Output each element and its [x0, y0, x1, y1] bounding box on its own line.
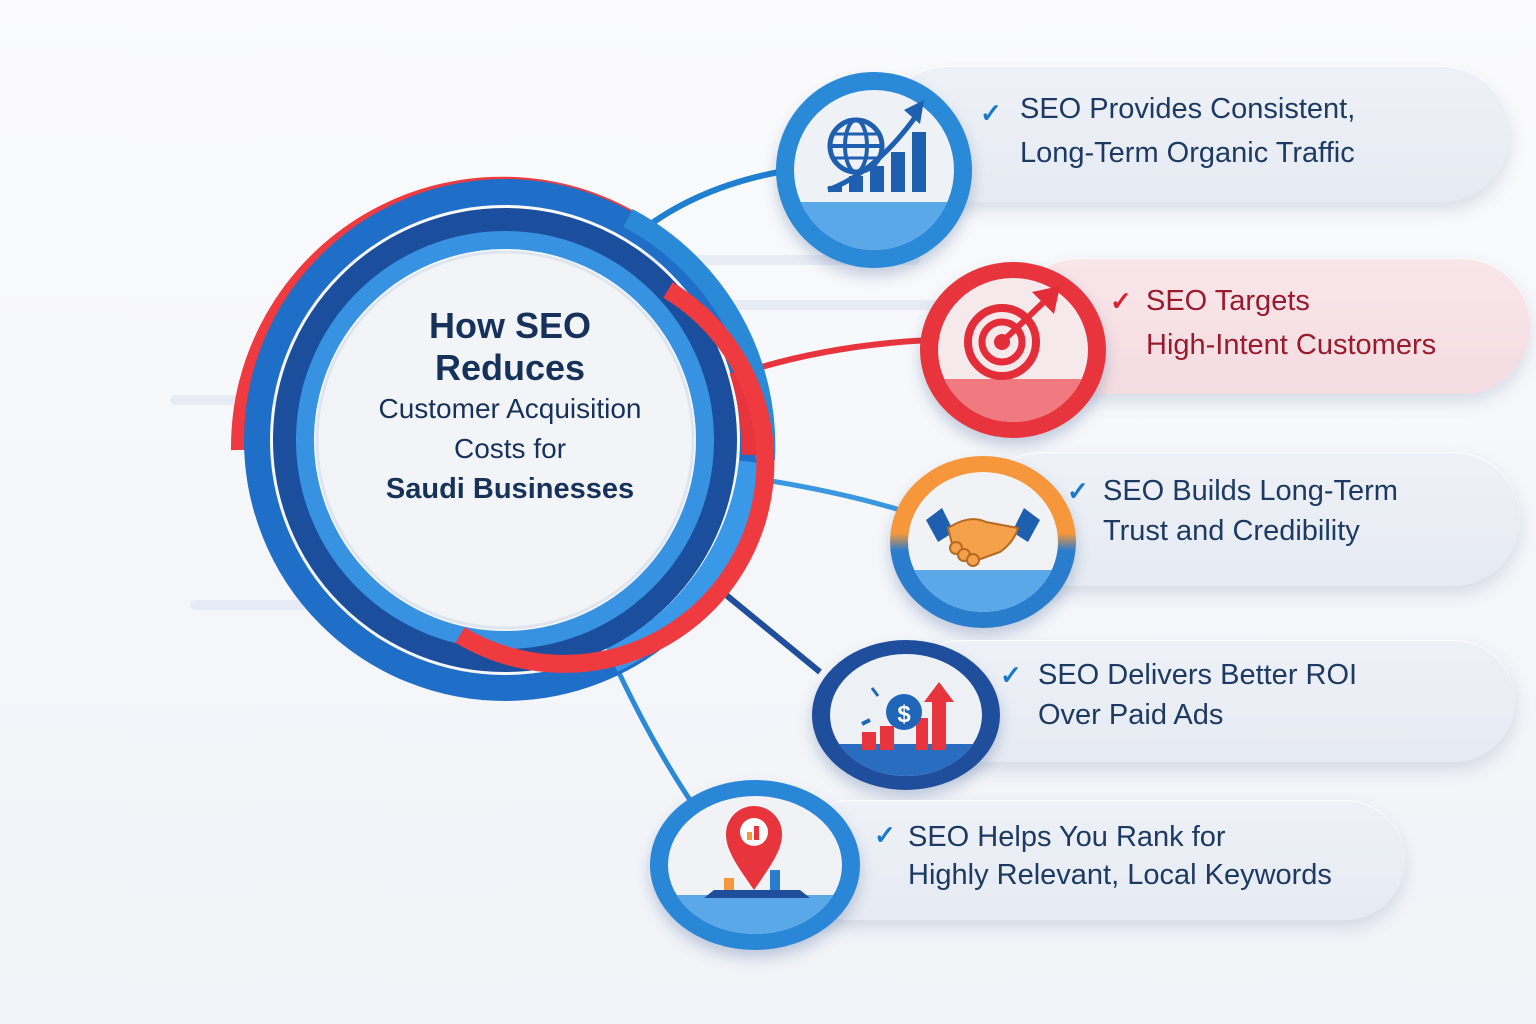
- check-icon: ✓: [1067, 476, 1089, 506]
- hub-title: How SEO Reduces Customer Acquisition Cos…: [330, 305, 690, 509]
- svg-text:$: $: [897, 701, 911, 728]
- benefit-card-5: ✓ SEO Helps You Rank for Highly Relevant…: [790, 800, 1405, 920]
- hub-title-line1: How SEO: [428, 305, 592, 346]
- hub-subtitle-line3: Saudi Businesses: [385, 473, 635, 505]
- background-streak: [190, 600, 330, 610]
- benefit-line2: Trust and Credibility: [1103, 515, 1360, 547]
- benefit-line1: SEO Helps You Rank for: [908, 821, 1226, 853]
- benefit-line2: Over Paid Ads: [1038, 699, 1224, 731]
- handshake-icon: [890, 456, 1076, 628]
- benefit-line1: SEO Delivers Better ROI: [1038, 659, 1358, 691]
- check-icon: ✓: [980, 98, 1002, 128]
- hub-title-line2: Reduces: [434, 347, 586, 388]
- benefit-line1: SEO Provides Consistent,: [1020, 93, 1356, 125]
- connector-5: [609, 656, 693, 802]
- hub-subtitle-line1: Customer Acquisition: [378, 393, 642, 424]
- connector-4: [718, 587, 822, 675]
- hub-subtitle-line2: Costs for: [453, 433, 567, 464]
- benefit-line1: SEO Builds Long-Term: [1103, 475, 1398, 507]
- globe-growth-chart-icon: [776, 72, 972, 268]
- location-pin-chart-icon: [650, 780, 860, 950]
- check-icon: ✓: [1110, 286, 1132, 316]
- benefit-line1: SEO Targets: [1146, 285, 1310, 317]
- check-icon: ✓: [874, 820, 896, 850]
- dollar-roi-chart-icon: $: [812, 640, 1000, 790]
- benefit-line2: Highly Relevant, Local Keywords: [908, 859, 1332, 891]
- background-streak: [560, 255, 920, 265]
- connector-2: [744, 337, 931, 375]
- benefit-line2: High-Intent Customers: [1146, 329, 1437, 361]
- background-streak: [640, 300, 940, 310]
- connector-1: [638, 167, 791, 235]
- connector-3: [764, 477, 901, 513]
- benefit-line2: Long-Term Organic Traffic: [1020, 137, 1355, 169]
- check-icon: ✓: [1000, 660, 1022, 690]
- benefit-card-4: ✓ SEO Delivers Better ROI Over Paid Ads: [900, 640, 1515, 762]
- target-arrow-icon: [920, 262, 1106, 438]
- benefit-card-1: ✓ SEO Provides Consistent, Long-Term Org…: [880, 66, 1510, 202]
